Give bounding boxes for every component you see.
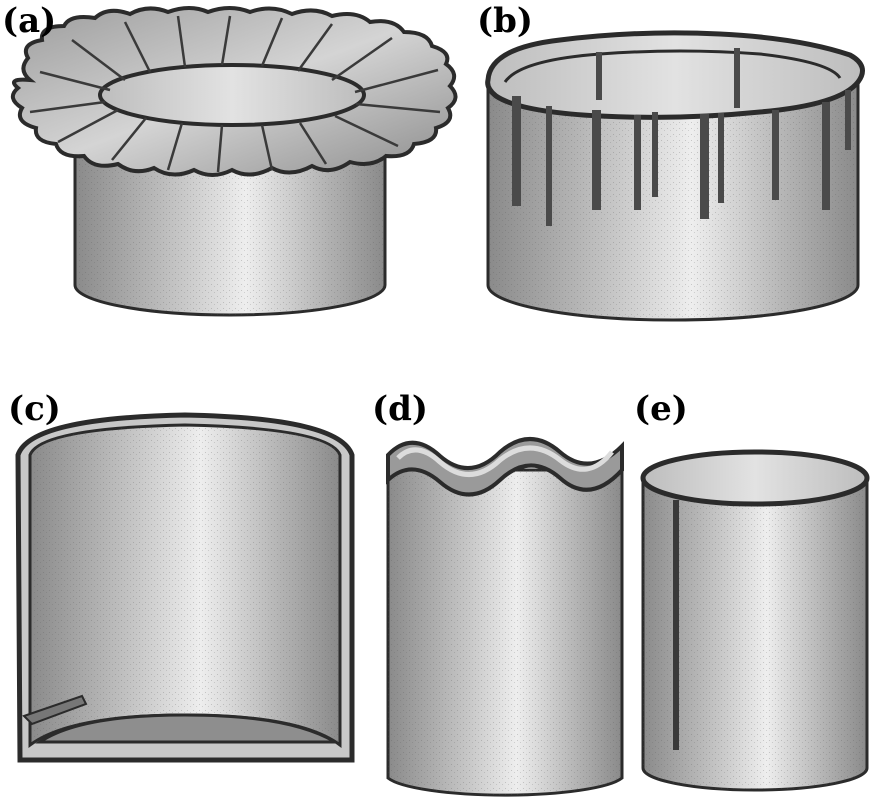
panel-label-a: (a) bbox=[2, 1, 57, 41]
panel-a bbox=[10, 6, 458, 317]
panel-c-opened-shell bbox=[15, 412, 355, 763]
panel-d-wavy-rim bbox=[386, 437, 624, 497]
panel-e-vertical-crack bbox=[673, 500, 679, 750]
panel-b-vertical-tears bbox=[512, 48, 851, 226]
panel-d-cylinder-body bbox=[386, 468, 624, 797]
panel-label-b: (b) bbox=[477, 1, 533, 41]
panel-a-flared-rim bbox=[10, 6, 458, 177]
panel-d bbox=[386, 437, 624, 797]
panel-b bbox=[485, 30, 865, 322]
panel-label-c: (c) bbox=[8, 389, 61, 429]
panel-b-cylinder-body bbox=[486, 78, 860, 322]
panel-c bbox=[15, 412, 355, 763]
panel-a-cylinder-body bbox=[73, 143, 387, 317]
panel-b-top-rim bbox=[485, 30, 865, 120]
panel-label-d: (d) bbox=[372, 389, 428, 429]
panel-e-top-rim bbox=[640, 449, 870, 507]
panel-e-cylinder-body bbox=[641, 476, 869, 792]
panel-label-e: (e) bbox=[634, 389, 688, 429]
panel-e bbox=[640, 449, 870, 792]
panel-a-radial-cracks bbox=[29, 15, 441, 173]
